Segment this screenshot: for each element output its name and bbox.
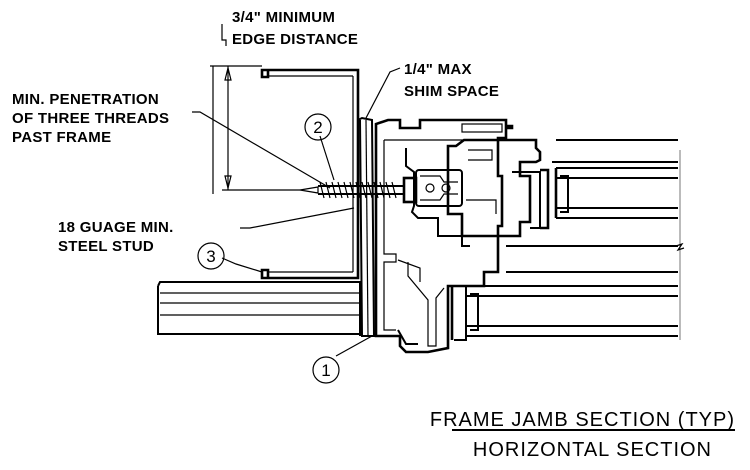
leader-lines: [192, 67, 401, 357]
shim-callout: 1/4" MAX SHIM SPACE: [404, 61, 499, 100]
steel-stud: [260, 68, 360, 280]
aluminum-frame-profile: [374, 118, 514, 354]
marker-1: 1: [312, 356, 340, 384]
edge-distance-line1: 3/4" MINIMUM: [232, 9, 335, 26]
stud-line2: STEEL STUD: [58, 238, 154, 255]
marker-3: 3: [197, 242, 225, 270]
shim-line2: SHIM SPACE: [404, 83, 499, 100]
penetration-line2: OF THREE THREADS: [12, 110, 169, 127]
edge-distance-line2: EDGE DISTANCE: [232, 31, 358, 48]
glazing-unit-upper: [540, 139, 678, 230]
penetration-line3: PAST FRAME: [12, 129, 111, 146]
edge-distance-dimension: [210, 24, 300, 194]
edge-distance-callout: 3/4" MINIMUM EDGE DISTANCE: [232, 9, 358, 48]
screw-fastener: [299, 176, 418, 204]
marker-3-label: 3: [206, 247, 215, 266]
drawing-title: FRAME JAMB SECTION (TYP) HORIZONTAL SECT…: [430, 409, 735, 461]
title-line2: HORIZONTAL SECTION: [473, 439, 712, 461]
marker-2: 2: [304, 113, 332, 141]
break-line: [675, 150, 685, 340]
wall-board: [157, 281, 361, 336]
marker-1-label: 1: [321, 361, 330, 380]
marker-2-label: 2: [313, 118, 322, 137]
cover-profile: [446, 138, 542, 238]
penetration-callout: MIN. PENETRATION OF THREE THREADS PAST F…: [12, 91, 169, 146]
title-line1: FRAME JAMB SECTION (TYP): [430, 409, 735, 431]
stud-line1: 18 GUAGE MIN.: [58, 219, 174, 236]
penetration-line1: MIN. PENETRATION: [12, 91, 159, 108]
glazing-unit-lower: [450, 245, 678, 341]
shim-line1: 1/4" MAX: [404, 61, 472, 78]
stud-callout: 18 GUAGE MIN. STEEL STUD: [58, 219, 174, 255]
thermal-break: [415, 169, 463, 207]
shim-space: [357, 116, 376, 337]
